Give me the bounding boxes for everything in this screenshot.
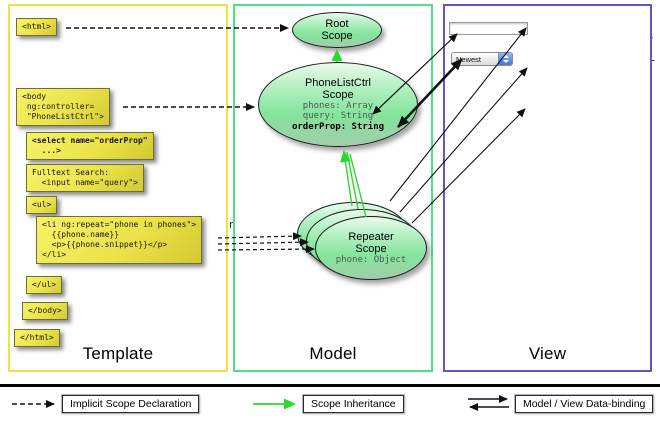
legend-scope-inheritance: Scope Inheritance [303, 395, 404, 413]
sort-by-dropdown[interactable]: Newest [451, 52, 513, 66]
root-scope-title: Root Scope [321, 18, 353, 42]
code-li-repeat: <li ng:repeat="phone in phones"> {{phone… [36, 216, 203, 264]
sort-by-selected-value: Newest [456, 54, 482, 64]
code-fulltext-search: Fulltext Search: <input name="query"> [26, 164, 144, 192]
view-column-label: View [528, 344, 567, 363]
code-html-open: <html> [16, 18, 57, 36]
dropdown-stepper-icon [498, 53, 512, 65]
code-ul-close: </ul> [26, 276, 63, 294]
legend-implicit-scope: Implicit Scope Declaration [62, 395, 200, 413]
phonelistctrl-prop-query: query: String [302, 111, 374, 122]
repeater-scope-title: Repeater Scope [348, 230, 394, 255]
phonelistctrl-prop-orderprop: orderProp: String [291, 121, 385, 132]
code-body-open: <body ng:controller= "PhoneListCtrl"> [16, 88, 110, 126]
search-input[interactable] [449, 22, 528, 35]
repeater-scope-ellipse: Repeater Scope phone: Object [315, 216, 427, 280]
code-ul-open: <ul> [26, 196, 58, 214]
legend-data-binding: Model / View Data-binding [515, 395, 654, 413]
model-column: Model [233, 4, 433, 372]
phonelistctrl-scope-ellipse: PhoneListCtrl Scope phones: Array query:… [258, 62, 418, 147]
model-column-label: Model [309, 344, 357, 363]
code-html-close: </html> [14, 329, 60, 347]
code-select-orderprop: <select name="orderProp" ...> [26, 132, 154, 160]
phonelistctrl-scope-title: PhoneListCtrl Scope [304, 76, 372, 101]
repeater-prop-phone: phone: Object [335, 254, 407, 265]
template-column-label: Template [82, 344, 154, 363]
code-body-close: </body> [22, 302, 68, 320]
legend-separator [0, 384, 660, 387]
root-scope-ellipse: Root Scope [292, 12, 382, 48]
phonelistctrl-prop-phones: phones: Array [302, 100, 374, 111]
